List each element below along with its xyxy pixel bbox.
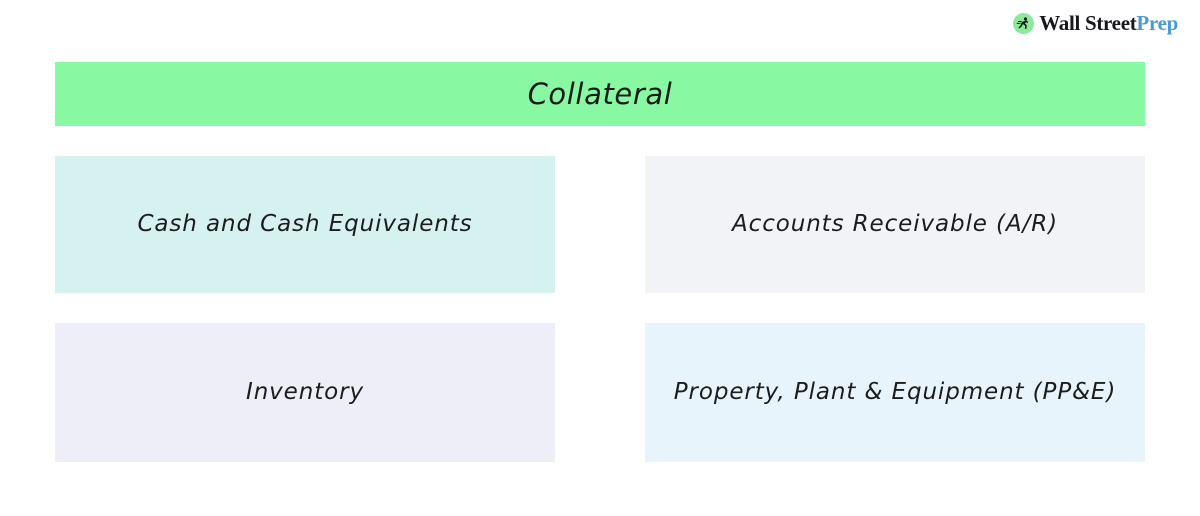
collateral-item-inventory: Inventory — [55, 323, 555, 462]
collateral-items-grid: Cash and Cash Equivalents Accounts Recei… — [55, 156, 1145, 462]
brand-name-accent: Prep — [1136, 10, 1178, 35]
diagram-title: Collateral — [527, 76, 673, 111]
collateral-item-label: Inventory — [246, 379, 364, 406]
collateral-item-property-plant-and-equipment: Property, Plant & Equipment (PP&E) — [645, 323, 1145, 462]
collateral-diagram: Collateral Cash and Cash Equivalents Acc… — [55, 62, 1145, 462]
brand-wordmark: Wall StreetPrep — [1039, 10, 1178, 35]
collateral-item-accounts-receivable: Accounts Receivable (A/R) — [645, 156, 1145, 293]
collateral-item-label: Property, Plant & Equipment (PP&E) — [673, 379, 1117, 406]
collateral-item-cash-and-cash-equivalents: Cash and Cash Equivalents — [55, 156, 555, 293]
diagram-header-bar: Collateral — [55, 62, 1145, 126]
collateral-item-label: Accounts Receivable (A/R) — [732, 211, 1058, 238]
brand-name-primary: Wall Street — [1039, 10, 1137, 35]
runner-in-circle-icon — [1013, 12, 1035, 34]
collateral-item-label: Cash and Cash Equivalents — [137, 211, 473, 238]
brand-logo: Wall StreetPrep — [1013, 11, 1178, 35]
